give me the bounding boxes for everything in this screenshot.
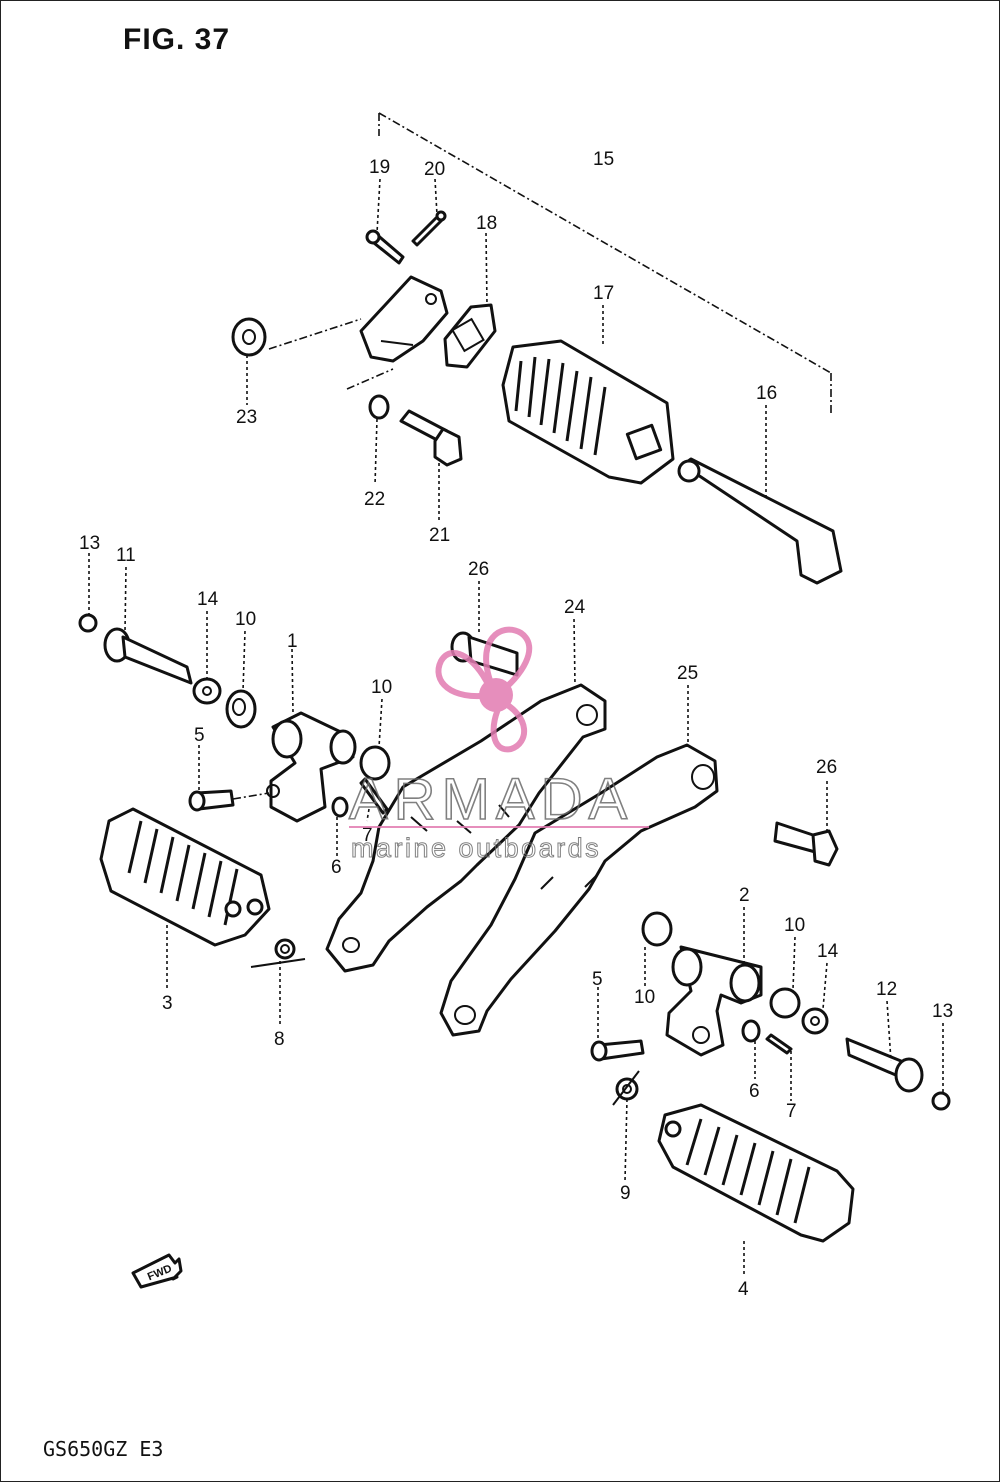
callout-24: 24 [564, 597, 586, 618]
callout-11: 11 [116, 545, 136, 566]
callout-8: 8 [274, 1029, 285, 1050]
part-6-washer-right [741, 1019, 761, 1043]
callout-17: 17 [593, 283, 614, 304]
forward-arrow-icon: FWD [131, 1253, 183, 1289]
part-8-spring-left [250, 938, 306, 968]
part-26-bolt-right [773, 821, 839, 867]
callout-26-upper: 26 [468, 559, 489, 580]
callout-3: 3 [162, 993, 173, 1014]
watermark-tagline: marine outboards [351, 833, 601, 863]
part-5-pin-left [188, 789, 270, 812]
callout-6-right: 6 [749, 1081, 760, 1102]
callout-5-left: 5 [194, 725, 205, 746]
callout-9: 9 [620, 1183, 631, 1204]
part-1-holder-left [266, 711, 357, 823]
callout-5-right: 5 [592, 969, 603, 990]
callout-6-left: 6 [331, 857, 342, 878]
leader-lines [88, 178, 944, 1277]
part-18-plate [443, 303, 497, 369]
figure-title: FIG. 37 [123, 23, 231, 56]
part-22-washer [346, 368, 394, 420]
callout-7-left: 7 [362, 825, 373, 846]
part-7-cotter-left [359, 777, 389, 815]
part-13-nut-left [78, 613, 98, 633]
part-5-pin-right [590, 1039, 645, 1062]
callout-13-left: 13 [79, 533, 100, 554]
part-6-washer-left [331, 796, 349, 818]
part-7-cotter-right [765, 1033, 793, 1055]
callout-16: 16 [756, 383, 777, 404]
propeller-logo-icon [435, 626, 533, 753]
callout-12: 12 [876, 979, 897, 1000]
footrest-bracket [359, 275, 449, 363]
callout-19: 19 [369, 157, 390, 178]
assembly-bracket-15 [378, 112, 832, 413]
part-10-bushing-left-a [225, 689, 257, 729]
callout-18: 18 [476, 213, 497, 234]
callout-10-left-b: 10 [371, 677, 392, 698]
part-19-pin [365, 229, 405, 265]
callout-7-right: 7 [786, 1101, 797, 1122]
part-3-footrest-left [99, 807, 271, 947]
part-23-bushing [231, 317, 362, 357]
callout-14-left: 14 [197, 589, 219, 610]
part-2-holder-right [665, 945, 763, 1057]
part-16-shaft [677, 457, 843, 585]
part-10-bushing-left-b [359, 745, 391, 781]
callout-1: 1 [287, 631, 298, 652]
callout-25: 25 [677, 663, 698, 684]
part-21-bolt [399, 409, 463, 467]
part-10-bushing-right-a [641, 911, 673, 947]
part-20-cotter-pin [411, 210, 447, 247]
callout-23: 23 [236, 407, 257, 428]
callout-14-right: 14 [817, 941, 839, 962]
part-12-pivot-bolt [845, 1037, 924, 1093]
callout-26-right: 26 [816, 757, 837, 778]
part-17-rubber [501, 339, 675, 485]
callout-10-right-b: 10 [634, 987, 655, 1008]
callout-10-left-a: 10 [235, 609, 256, 630]
part-13-nut-right [931, 1091, 951, 1111]
part-14-washer-left [192, 677, 222, 705]
callout-labels: 15 19 20 18 17 16 23 22 21 13 11 26 14 2… [79, 149, 953, 1300]
part-9-spring-right [612, 1070, 640, 1106]
callout-10-right-a: 10 [784, 915, 805, 936]
callout-22: 22 [364, 489, 385, 510]
model-code: GS650GZ E3 [43, 1437, 164, 1461]
watermark-brand: ARMADA [349, 767, 633, 832]
callout-2: 2 [739, 885, 750, 906]
callout-20: 20 [424, 159, 445, 180]
part-4-footrest-right [657, 1103, 855, 1243]
watermark: ARMADA marine outboards [348, 626, 649, 864]
part-14-washer-right [801, 1007, 829, 1035]
part-11-pivot-bolt [103, 627, 193, 685]
callout-21: 21 [429, 525, 450, 546]
part-10-bushing-right-b [769, 987, 801, 1019]
callout-15: 15 [593, 149, 614, 170]
callout-13-right: 13 [932, 1001, 953, 1022]
part-25-plate-right [439, 743, 719, 1037]
callout-4: 4 [738, 1279, 749, 1300]
